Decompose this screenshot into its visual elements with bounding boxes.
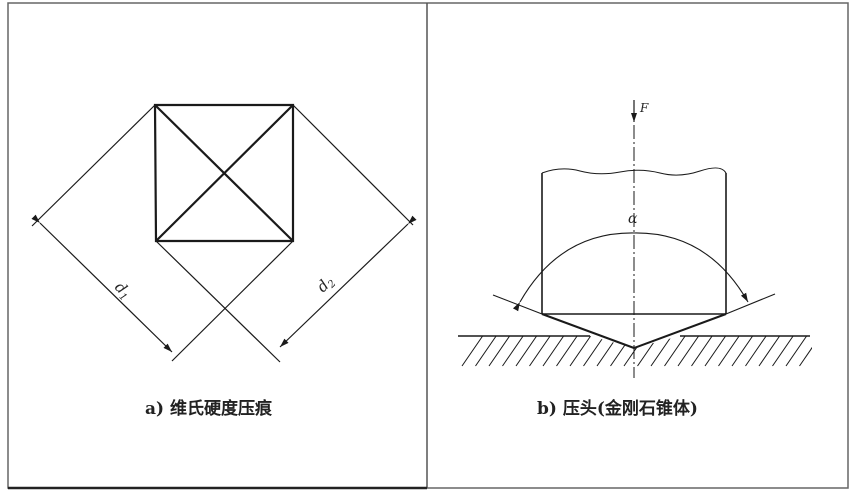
hatch-line (569, 336, 593, 367)
hatch-line (583, 336, 606, 367)
dimension-d1 (31, 214, 173, 353)
specimen-surface (458, 334, 835, 367)
hatch-line (677, 336, 701, 367)
hatch-line (461, 336, 485, 367)
hatch-line (758, 336, 782, 367)
hatch-line (623, 336, 647, 367)
hatch-line (488, 336, 512, 367)
hatch-line (475, 336, 498, 367)
hatch-line (772, 336, 795, 367)
hatch-line (529, 336, 552, 367)
indentation-square (153, 103, 295, 243)
hatch-line (502, 336, 525, 367)
hatch-line (745, 336, 768, 367)
label-d2: d2 (313, 272, 338, 297)
hatch-line (610, 336, 633, 367)
outer-frame (7, 2, 849, 489)
hatch-line (718, 336, 741, 367)
caption-a: a) 维氏硬度压痕 (145, 399, 272, 419)
hatch-line (664, 336, 687, 367)
hatch-line (691, 336, 714, 367)
angle-arc (512, 232, 749, 312)
hatch-line (704, 336, 728, 367)
caption-b: b) 压头(金刚石锥体) (537, 399, 698, 419)
hatch-line (813, 334, 835, 366)
hatch-line (785, 336, 809, 367)
dimension-d2 (279, 215, 417, 348)
extension-lines (31, 104, 414, 363)
hatch-line (542, 336, 566, 367)
label-angle: α (628, 211, 638, 227)
hatch-line (799, 336, 812, 367)
hatch-line (556, 336, 579, 367)
hatch-line (731, 336, 755, 367)
label-force: F (639, 101, 649, 115)
hatch-line (515, 336, 539, 367)
hatch-line (650, 336, 674, 367)
label-d1: d1 (110, 278, 135, 303)
